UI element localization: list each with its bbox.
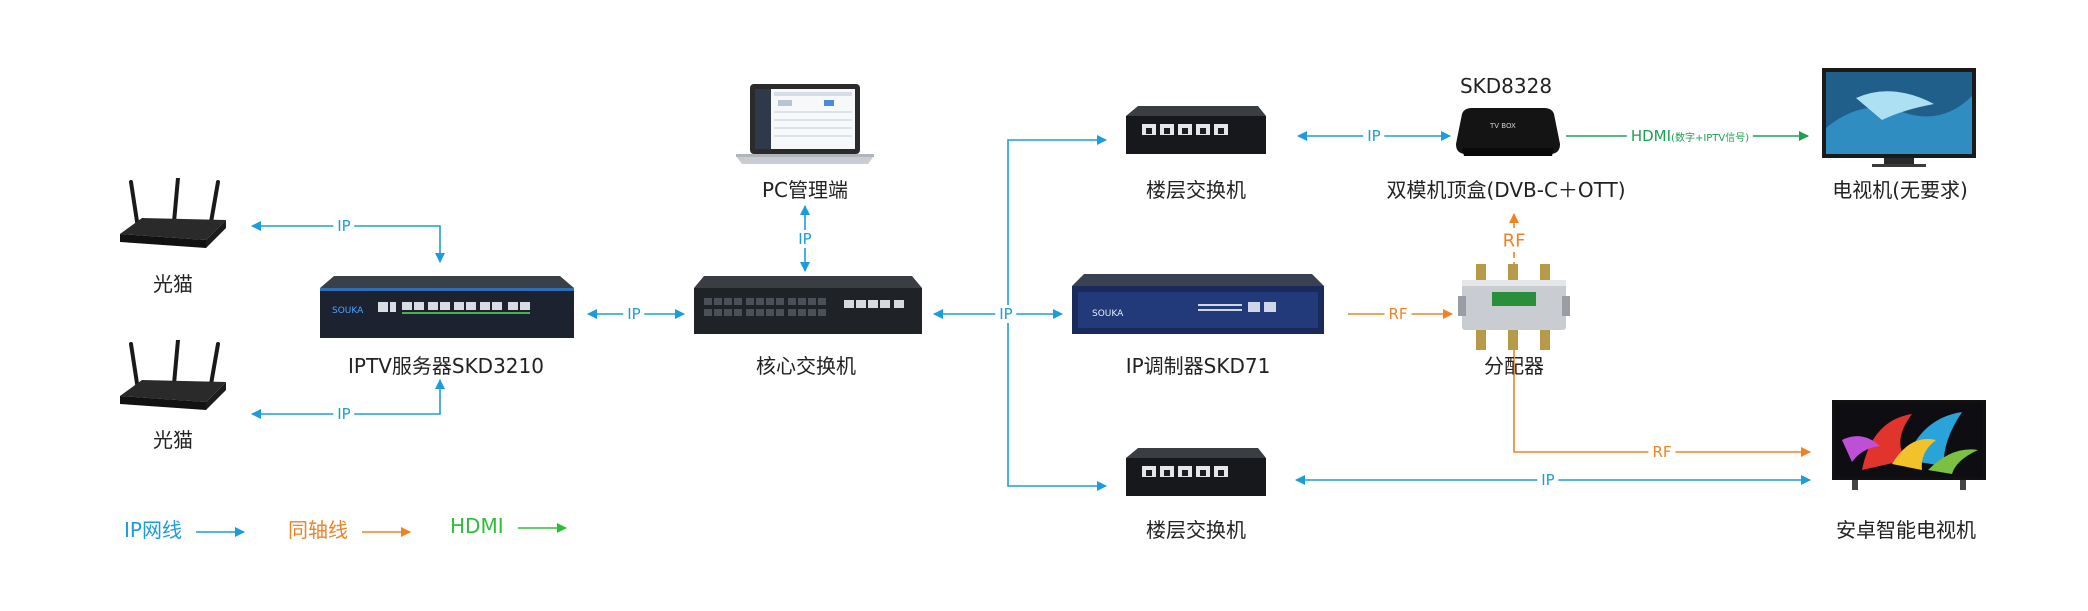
iptv-server-icon: SOUKA [320,276,574,338]
legend-hdmi: HDMI [450,514,570,538]
link-splitter-androidtv [1513,348,1811,457]
ip-modulator-icon: SOUKA [1072,274,1324,334]
floor-switch-icon [1126,448,1266,496]
link-label-hdmi: HDMI(数字+IPTV信号) [1626,127,1754,145]
link-label-ip: IP [1537,471,1559,489]
set-top-box-face-text: TV BOX [1489,122,1516,130]
modulator-brand-text: SOUKA [1092,309,1124,319]
core-switch-icon [694,276,922,334]
router-icon [120,340,226,410]
legend-hdmi-arrow [517,522,567,533]
legend-coax: 同轴线 [288,514,414,543]
server-brand-text: SOUKA [332,306,364,316]
link-label-ip: IP [333,405,355,423]
laptop-icon [736,84,874,164]
modem-bottom-label: 光猫 [153,428,193,452]
iptv-server-label: IPTV服务器SKD3210 [348,354,544,378]
set-top-box-label: 双模机顶盒(DVB-C＋OTT) [1386,178,1626,202]
legend-ip-arrow [196,526,246,537]
splitter-icon [1458,264,1570,350]
splitter-label: 分配器 [1484,354,1544,378]
legend-ip: IP网线 [124,514,248,543]
link-label-rf: RF [1648,443,1676,461]
link-label-ip: IP [1363,127,1385,145]
android-tv-icon [1832,400,1986,490]
tv-label: 电视机(无要求) [1832,178,1968,202]
tv-icon [1822,68,1976,167]
link-modem-top-server [251,221,445,263]
set-top-box-model: SKD8328 [1459,74,1553,98]
legend-coax-text: 同轴线 [288,518,348,542]
set-top-box-icon: TV BOX [1456,108,1560,156]
link-label-rf: RF [1498,230,1530,252]
router-icon [120,178,226,248]
link-modem-bottom-server [251,379,445,419]
legend-ip-text: IP网线 [124,518,182,542]
android-tv-label: 安卓智能电视机 [1836,518,1976,542]
link-label-ip: IP [623,305,645,323]
link-label-ip: IP [995,305,1017,323]
floor-switch-icon [1126,106,1266,154]
modem-top-label: 光猫 [153,272,193,296]
link-label-ip: IP [333,217,355,235]
floor-switch-bottom-label: 楼层交换机 [1146,518,1246,542]
hdmi-note: (数字+IPTV信号) [1671,133,1750,144]
floor-switch-top-label: 楼层交换机 [1146,178,1246,202]
hdmi-text: HDMI [1630,127,1672,145]
core-switch-label: 核心交换机 [756,354,856,378]
link-bus-bottom [1007,314,1107,491]
link-label-ip: IP [794,230,816,248]
link-label-rf: RF [1384,305,1412,323]
ip-modulator-label: IP调制器SKD71 [1125,354,1271,378]
link-bus-top [1007,135,1107,314]
pc-label: PC管理端 [761,178,849,202]
legend-coax-arrow [362,526,412,537]
legend-hdmi-text: HDMI [450,514,504,538]
